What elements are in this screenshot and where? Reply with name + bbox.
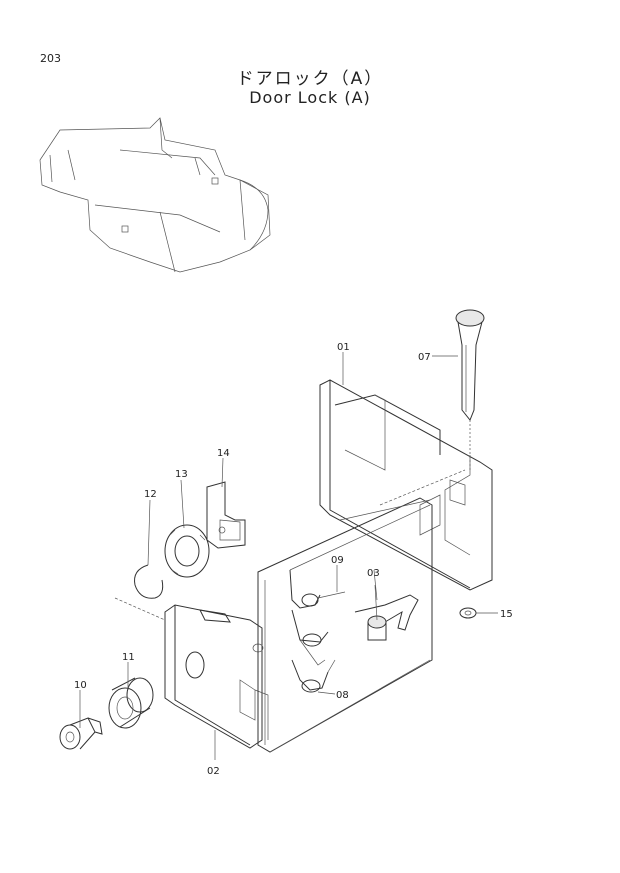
part-09-spring: [289, 569, 346, 647]
callout-11: 11: [122, 652, 135, 663]
part-07-pin: [455, 309, 485, 470]
callout-12: 12: [144, 489, 157, 500]
part-03-latch: [354, 584, 419, 641]
callout-03: 03: [367, 568, 380, 579]
callout-09: 09: [331, 555, 344, 566]
part-13-ring: [164, 524, 210, 578]
part-12-snap-ring: [134, 564, 164, 599]
callout-labels: 01 02 03 07 08 09 10 11 12 13 14 15: [74, 342, 513, 777]
part-08-spring: [291, 639, 336, 693]
callout-08: 08: [336, 690, 349, 701]
part-14-bracket: [206, 481, 246, 549]
callout-02: 02: [207, 766, 220, 777]
callout-01: 01: [337, 342, 350, 353]
page-number: 203: [40, 52, 61, 65]
machine-overview-sketch: [39, 117, 271, 273]
callout-15: 15: [500, 609, 513, 620]
title-english: Door Lock (A): [249, 88, 371, 107]
part-11-cylinder-housing: [108, 677, 154, 729]
base-plate: [257, 469, 466, 753]
title-japanese: ドアロック（A）: [236, 69, 384, 89]
callout-10: 10: [74, 680, 87, 691]
callout-13: 13: [175, 469, 188, 480]
callout-14: 14: [217, 448, 230, 459]
part-10-key-cylinder: [59, 717, 103, 750]
part-02-lock-body: [114, 597, 269, 749]
part-01-striker-plate: [319, 379, 493, 591]
callout-07: 07: [418, 352, 431, 363]
leader-lines: [79, 352, 498, 760]
part-15-washer: [459, 607, 477, 619]
